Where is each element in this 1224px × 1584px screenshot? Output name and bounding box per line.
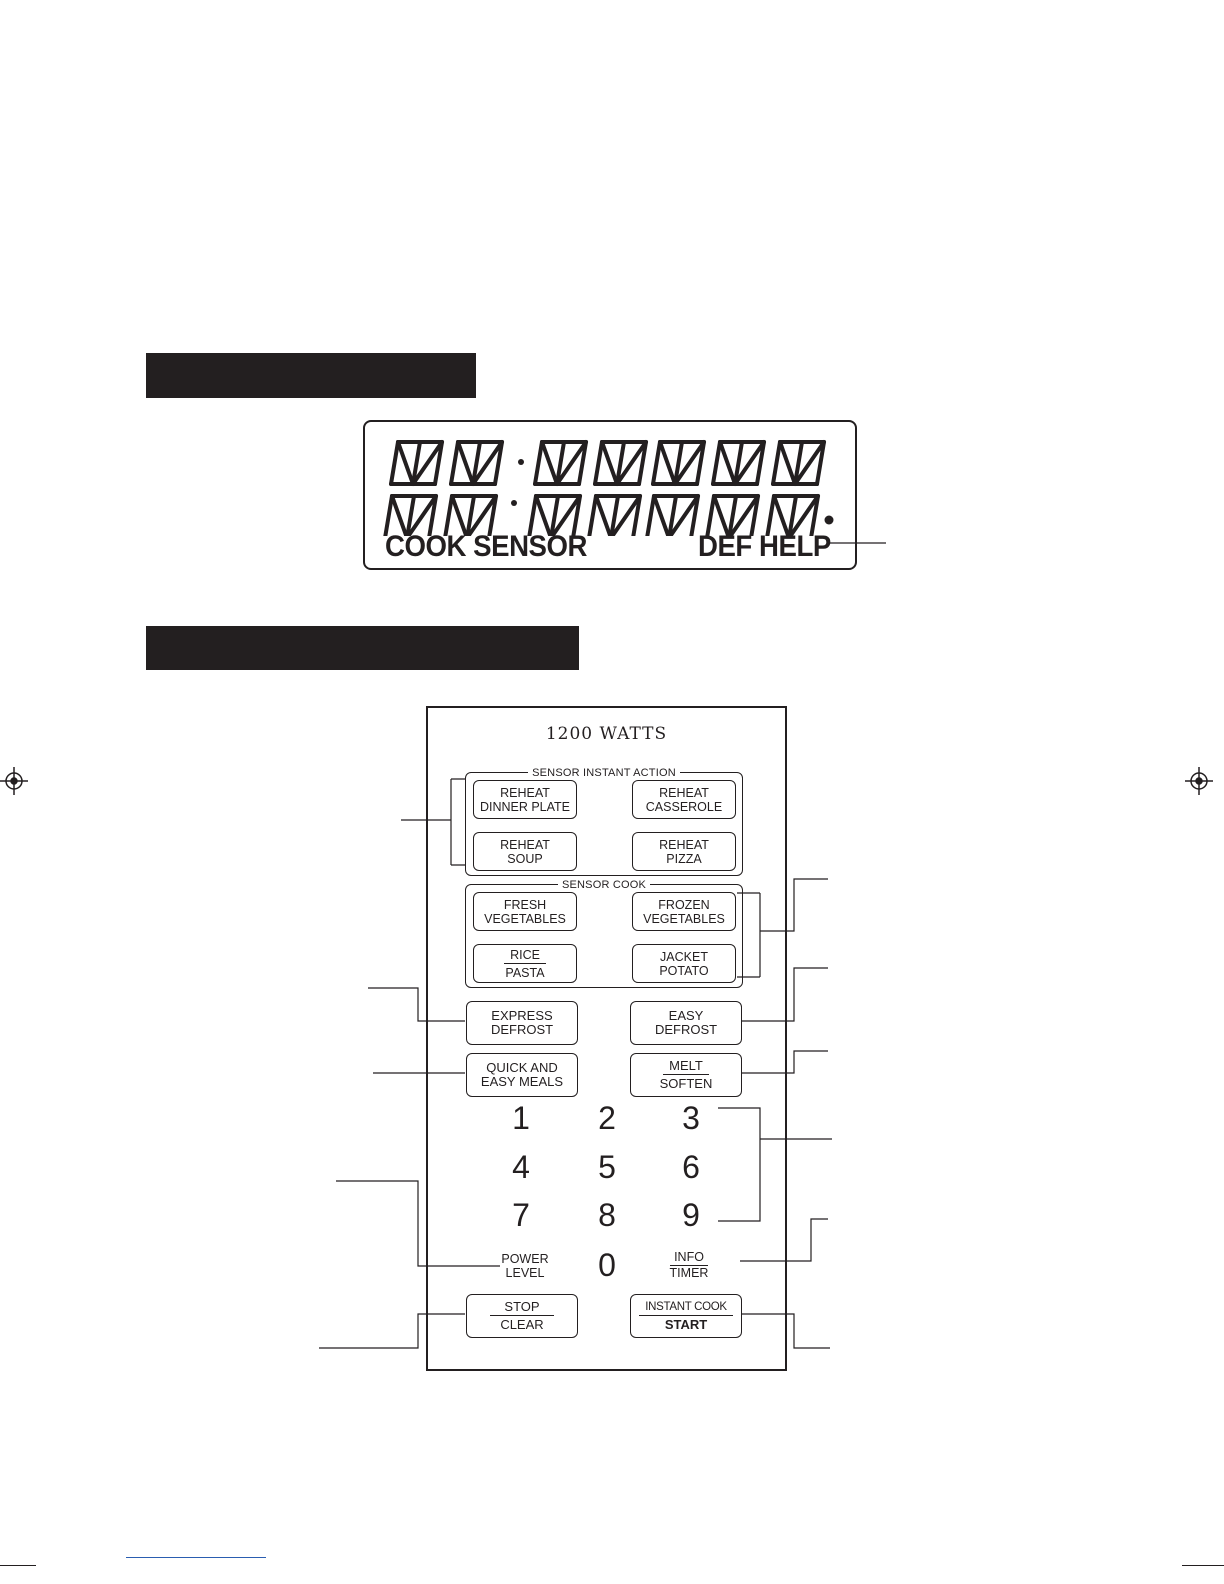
digit-1-key[interactable]: 1	[512, 1100, 530, 1136]
segment-digit	[383, 494, 438, 536]
easy-defrost-button[interactable]: EASY DEFROST	[630, 1001, 742, 1045]
button-label-line2: CASSEROLE	[645, 799, 723, 814]
digit-2-key[interactable]: 2	[598, 1100, 616, 1136]
button-label-line2: DEFROST	[654, 1022, 718, 1037]
digit-3-key[interactable]: 3	[682, 1100, 700, 1136]
power-level-key[interactable]: POWER LEVEL	[485, 1252, 565, 1280]
button-label-line2: START	[664, 1317, 708, 1332]
control-panel: 1200 WATTS SENSOR INSTANT ACTION REHEAT …	[426, 706, 787, 1371]
segment-digit	[645, 494, 700, 536]
fresh-vegetables-button[interactable]: FRESH VEGETABLES	[473, 892, 577, 931]
button-label-line1: EASY	[668, 1008, 704, 1023]
segment-digit	[527, 494, 582, 536]
reheat-dinner-plate-button[interactable]: REHEAT DINNER PLATE	[473, 780, 577, 819]
footer-rule-left	[0, 1565, 36, 1566]
segment-digit	[533, 440, 588, 486]
segment-digit	[765, 494, 820, 536]
sensor-cook-group: SENSOR COOK FRESH VEGETABLES FROZEN VEGE…	[465, 879, 743, 988]
stop-clear-button[interactable]: STOP CLEAR	[466, 1294, 578, 1338]
segment-digit	[593, 440, 648, 486]
digit-8-key[interactable]: 8	[598, 1197, 616, 1233]
button-label-line1: QUICK AND	[486, 1060, 558, 1075]
segment-digit	[443, 494, 498, 536]
registration-mark-right	[1185, 767, 1213, 795]
digit-5-key[interactable]: 5	[598, 1149, 616, 1185]
button-label-line2: POTATO	[659, 963, 709, 978]
digit-6-key[interactable]: 6	[682, 1149, 700, 1185]
key-label-line1: INFO	[670, 1250, 708, 1266]
key-label-line1: POWER	[501, 1252, 549, 1266]
button-label-line1: RICE	[504, 948, 546, 964]
button-label-line2: PIZZA	[666, 851, 702, 866]
button-label-line2: VEGETABLES	[484, 911, 566, 926]
button-label-line2: DINNER PLATE	[479, 799, 571, 814]
button-label-line1: FROZEN	[658, 897, 710, 912]
footer-link-underline	[126, 1557, 266, 1558]
reheat-casserole-button[interactable]: REHEAT CASSEROLE	[632, 780, 736, 819]
footer-rule-right	[1182, 1565, 1224, 1566]
segment-digit	[449, 440, 504, 486]
segment-digit	[771, 440, 826, 486]
registration-mark-left	[0, 767, 28, 795]
sensor-instant-action-group: SENSOR INSTANT ACTION REHEAT DINNER PLAT…	[465, 767, 743, 876]
button-label-line1: INSTANT COOK	[639, 1300, 733, 1316]
button-label-line2: DEFROST	[490, 1022, 554, 1037]
reheat-pizza-button[interactable]: REHEAT PIZZA	[632, 832, 736, 871]
key-label-line2: LEVEL	[505, 1266, 545, 1280]
jacket-potato-button[interactable]: JACKET POTATO	[632, 944, 736, 983]
button-label-line2: CLEAR	[500, 1317, 544, 1332]
quick-easy-meals-button[interactable]: QUICK AND EASY MEALS	[466, 1053, 578, 1097]
segment-digit	[651, 440, 706, 486]
info-timer-key[interactable]: INFO TIMER	[649, 1250, 729, 1280]
section-header-bar-display	[146, 353, 476, 398]
segment-digit	[711, 440, 766, 486]
decimal-point	[824, 515, 834, 525]
segment-digits	[383, 440, 834, 536]
colon-dot	[518, 459, 524, 465]
button-label-line1: FRESH	[503, 897, 547, 912]
cook-sensor-indicator: COOK SENSOR	[385, 530, 587, 563]
button-label-line1: MELT	[663, 1059, 709, 1075]
express-defrost-button[interactable]: EXPRESS DEFROST	[466, 1001, 578, 1045]
segment-digit	[389, 440, 444, 486]
digit-0-key[interactable]: 0	[598, 1247, 616, 1283]
frozen-vegetables-button[interactable]: FROZEN VEGETABLES	[632, 892, 736, 931]
button-label-line2: SOFTEN	[659, 1076, 713, 1091]
group-title: SENSOR INSTANT ACTION	[528, 767, 680, 779]
button-label-line1: JACKET	[660, 949, 708, 964]
reheat-soup-button[interactable]: REHEAT SOUP	[473, 832, 577, 871]
digit-7-key[interactable]: 7	[512, 1197, 530, 1233]
segment-digit	[587, 494, 642, 536]
lcd-display: COOK SENSOR DEF HELP	[363, 420, 857, 570]
button-label-line1: REHEAT	[659, 837, 709, 852]
button-label-line1: STOP	[490, 1300, 554, 1316]
group-title: SENSOR COOK	[557, 879, 651, 891]
button-label-line1: REHEAT	[500, 785, 550, 800]
button-label-line2: PASTA	[505, 965, 545, 980]
segment-digit	[705, 494, 760, 536]
digit-9-key[interactable]: 9	[682, 1197, 700, 1233]
colon-dot	[511, 500, 517, 506]
digit-4-key[interactable]: 4	[512, 1149, 530, 1185]
section-header-bar-touch-control-panel	[146, 626, 579, 670]
rice-pasta-button[interactable]: RICE PASTA	[473, 944, 577, 983]
def-help-indicator: DEF HELP	[698, 530, 831, 563]
instant-cook-start-button[interactable]: INSTANT COOK START	[630, 1294, 742, 1338]
button-label-line1: EXPRESS	[491, 1008, 553, 1023]
button-label-line2: EASY MEALS	[480, 1074, 564, 1089]
button-label-line2: SOUP	[507, 851, 543, 866]
button-label-line1: REHEAT	[659, 785, 709, 800]
key-label-line2: TIMER	[669, 1266, 709, 1280]
button-label-line2: VEGETABLES	[643, 911, 725, 926]
watts-label: 1200 WATTS	[545, 724, 668, 744]
button-label-line1: REHEAT	[500, 837, 550, 852]
melt-soften-button[interactable]: MELT SOFTEN	[630, 1053, 742, 1097]
